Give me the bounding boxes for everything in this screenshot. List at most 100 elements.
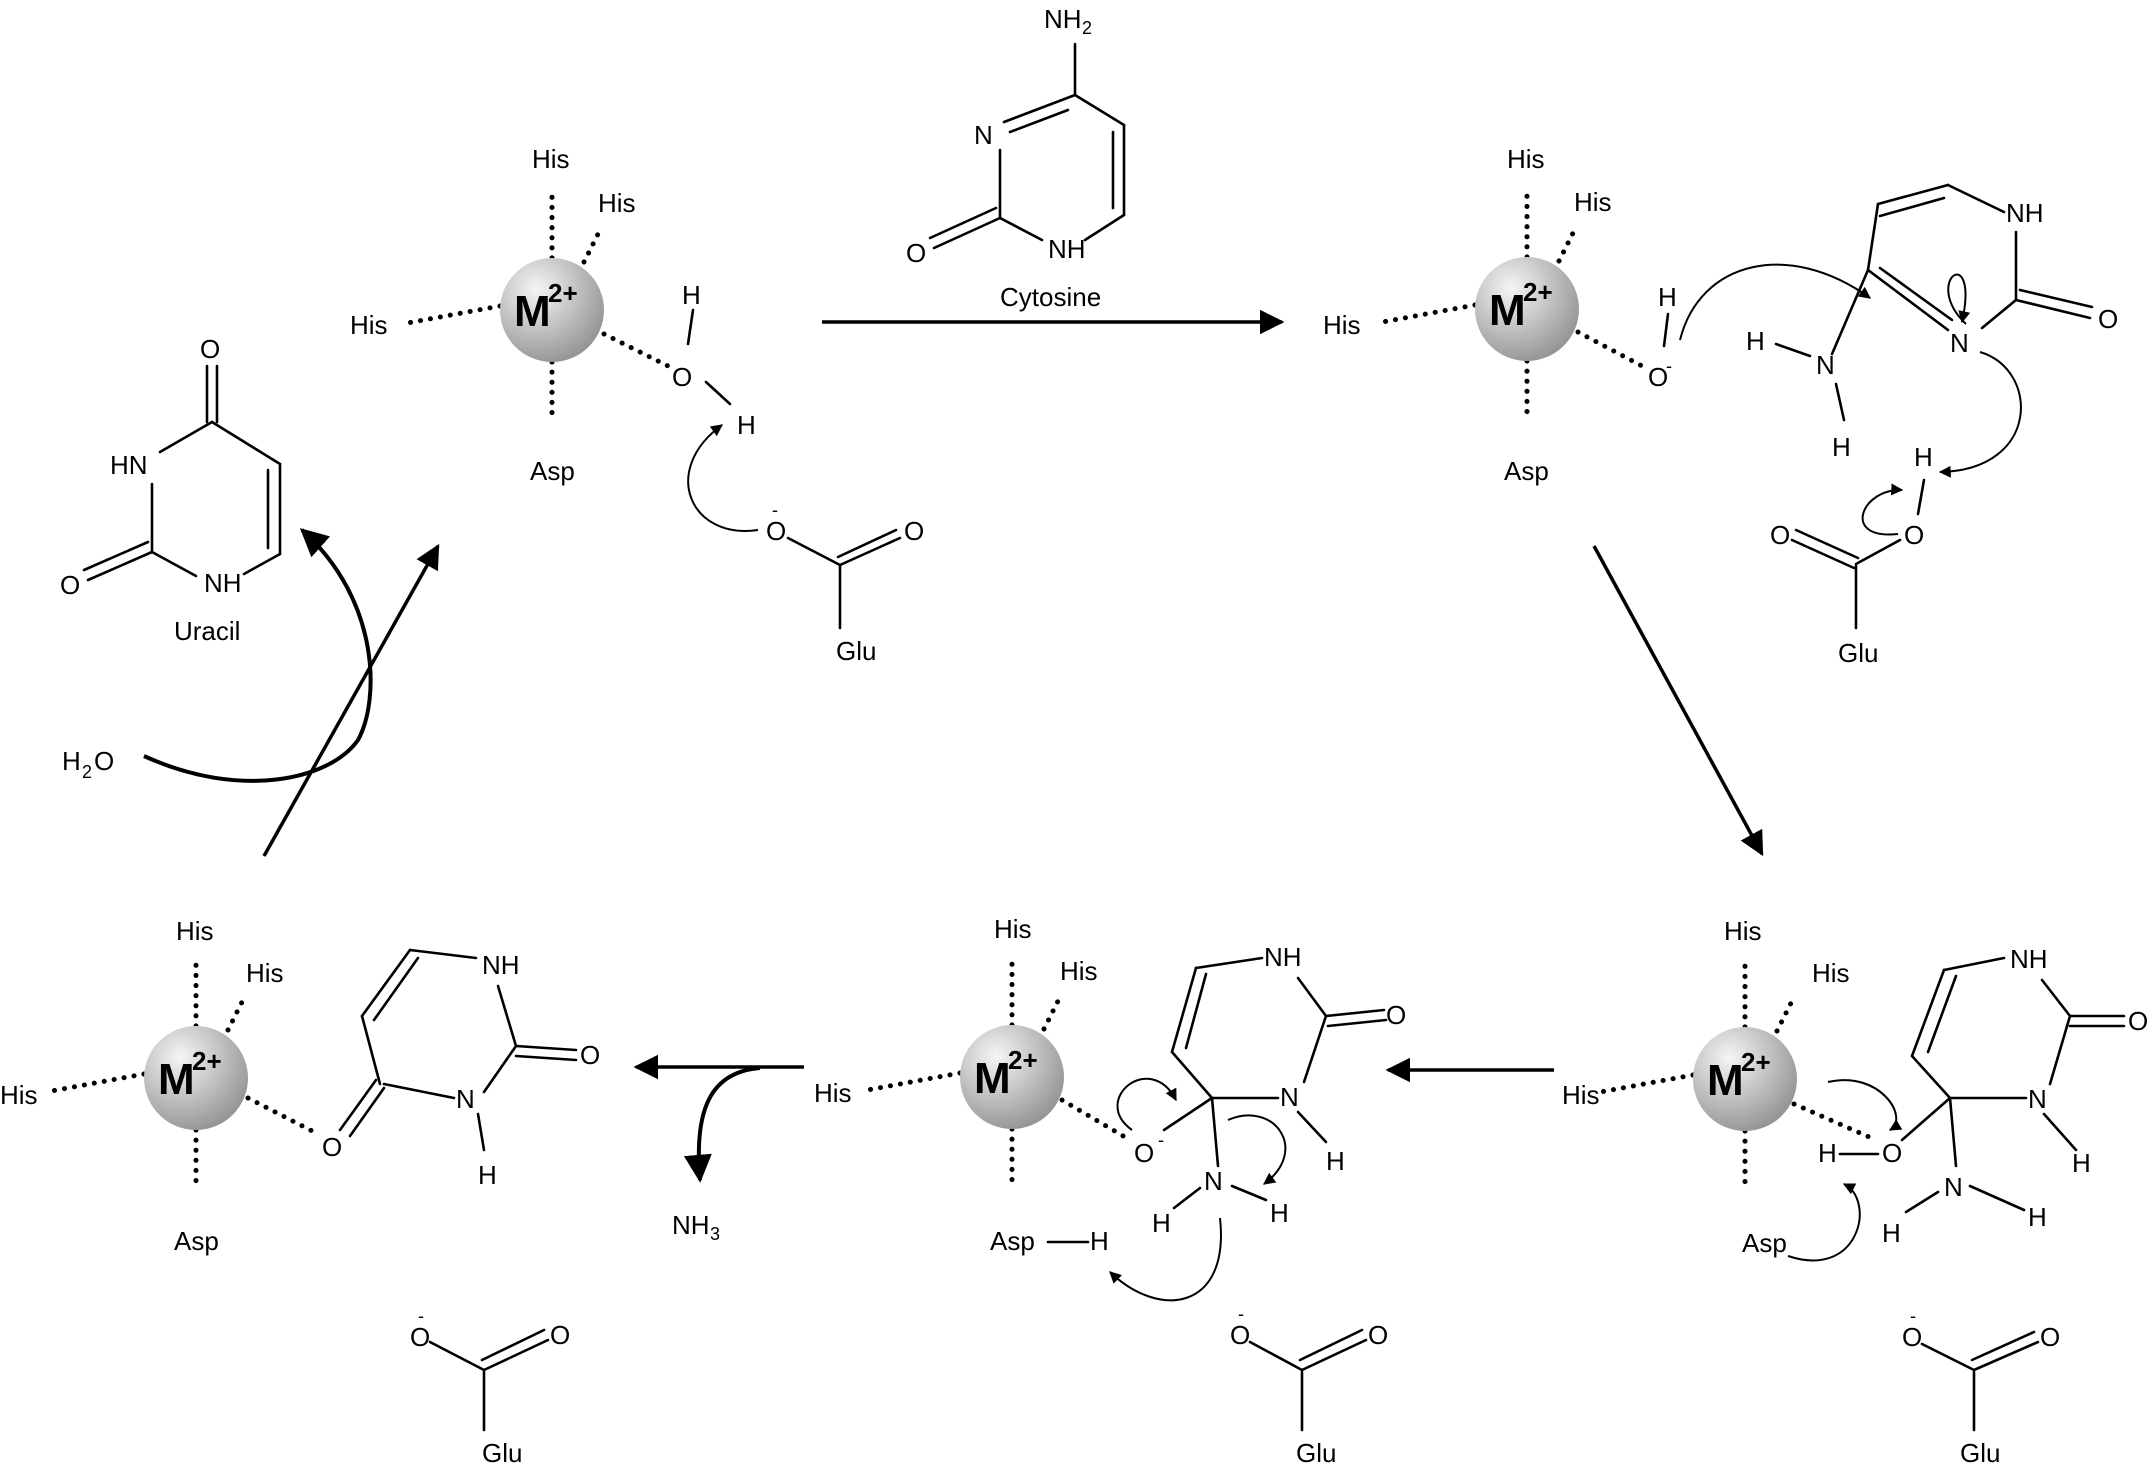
structure-tetrahedral-intermediate: M 2+ His His His Asp O H NH O N H N H H …: [1562, 916, 2148, 1466]
reaction-arrow-2: [1592, 545, 1764, 857]
carbonyl-oxygen-bound: O: [322, 1132, 342, 1162]
structure-metal-water: M 2+ His His His Asp O H H O - O Glu: [350, 144, 924, 666]
uracil-label: Uracil: [174, 616, 240, 646]
ring-nitrogen: N: [1950, 328, 1969, 358]
nh-hydrogen: H: [1326, 1146, 1345, 1176]
glu-carbonyl-oxygen: O: [2040, 1322, 2060, 1352]
ammonia-release-arrow: [683, 1066, 761, 1183]
glu-oh-oxygen: O: [1904, 520, 1924, 550]
glu-label: Glu: [482, 1438, 522, 1466]
his-ligand-top: His: [1724, 916, 1762, 946]
cytosine-label: Cytosine: [1000, 282, 1101, 312]
his-ligand-top: His: [1507, 144, 1545, 174]
his-ligand-left: His: [814, 1078, 852, 1108]
carbonyl-oxygen-c2: O: [580, 1040, 600, 1070]
carbonyl-oxygen: O: [2098, 304, 2118, 334]
structure-ammonia-release: M 2+ His His His Asp H O - NH O N H N H …: [814, 914, 1406, 1466]
svg-text:-: -: [1158, 1130, 1164, 1150]
svg-text:2+: 2+: [1008, 1045, 1038, 1075]
svg-text:2+: 2+: [548, 278, 578, 308]
his-ligand-upper-right: His: [1574, 187, 1612, 217]
water-hydrogen-top: H: [682, 280, 701, 310]
glu-carboxylate-oxygen: O: [1230, 1320, 1250, 1350]
amino-hydrogen-1: H: [1152, 1208, 1171, 1238]
nh-ring: NH: [1264, 942, 1302, 972]
svg-text:-: -: [772, 500, 778, 520]
svg-text:M: M: [514, 287, 551, 336]
svg-text:M: M: [1707, 1056, 1744, 1105]
glu-label: Glu: [1960, 1438, 2000, 1466]
water-reactant: H 2 O: [62, 746, 114, 782]
water-oxygen: O: [672, 362, 692, 392]
nh-hydrogen: H: [478, 1160, 497, 1190]
ammonia-product: NH 3: [672, 1210, 720, 1244]
structure-hydroxide-attack: M 2+ His His His Asp O - H NH O N N H H …: [1323, 144, 2118, 668]
his-ligand-upper-right: His: [1060, 956, 1098, 986]
nh-hydrogen: H: [2072, 1148, 2091, 1178]
uracil-n1: NH: [204, 568, 242, 598]
asp-ligand: Asp: [1742, 1228, 1787, 1258]
amino-nitrogen: N: [1204, 1166, 1223, 1196]
his-ligand-left: His: [0, 1080, 38, 1110]
uracil-n3: HN: [110, 450, 148, 480]
structure-uracil-bound: M 2+ His His His Asp O NH O N H O - O Gl…: [0, 916, 600, 1466]
uracil-oxygen-c2: O: [60, 570, 80, 600]
glu-label: Glu: [1838, 638, 1878, 668]
amino-hydrogen-1: H: [1882, 1218, 1901, 1248]
svg-text:-: -: [1666, 356, 1672, 376]
svg-text:M: M: [974, 1054, 1011, 1103]
svg-text:2: 2: [1082, 18, 1092, 38]
his-ligand-left: His: [1562, 1080, 1600, 1110]
glu-label: Glu: [1296, 1438, 1336, 1466]
ring-n-h: N: [1280, 1082, 1299, 1112]
svg-text:-: -: [418, 1306, 424, 1326]
svg-text:2: 2: [82, 762, 92, 782]
his-ligand-upper-right: His: [1812, 958, 1850, 988]
glu-carbonyl-oxygen: O: [904, 516, 924, 546]
hydroxide-oxygen: O: [1648, 362, 1668, 392]
svg-text:NH: NH: [1044, 4, 1082, 34]
nh-ring: NH: [482, 950, 520, 980]
amino-hydrogen-2: H: [2028, 1202, 2047, 1232]
ring-n-h: N: [2028, 1084, 2047, 1114]
glu-carbonyl-oxygen: O: [1368, 1320, 1388, 1350]
reaction-arrow-5: [262, 543, 440, 857]
metal-ion: M 2+: [974, 1045, 1038, 1103]
metal-ion: M 2+: [514, 278, 578, 336]
cytosine-n1: NH: [1048, 234, 1086, 264]
nh-ring: NH: [2010, 944, 2048, 974]
his-ligand-upper-right: His: [598, 188, 636, 218]
svg-text:NH: NH: [672, 1210, 710, 1240]
svg-text:H: H: [62, 746, 81, 776]
glu-carbonyl-oxygen: O: [550, 1320, 570, 1350]
asp-ligand: Asp: [174, 1226, 219, 1256]
glu-label: Glu: [836, 636, 876, 666]
glu-carboxylate-oxygen: O: [1902, 1322, 1922, 1352]
metal-ion: M 2+: [158, 1046, 222, 1104]
amino-nitrogen: N: [1944, 1172, 1963, 1202]
asp-ligand: Asp: [1504, 456, 1549, 486]
his-ligand-upper-right: His: [246, 958, 284, 988]
his-ligand-top: His: [994, 914, 1032, 944]
asp-ligand: Asp: [990, 1226, 1035, 1256]
water-entry-arrow: [143, 528, 373, 783]
cytosine-molecule: NH 2 NH O N Cytosine: [906, 4, 1126, 312]
metal-ion: M 2+: [1707, 1047, 1771, 1105]
svg-text:3: 3: [710, 1224, 720, 1244]
asp-hydrogen: H: [1090, 1226, 1109, 1256]
uracil-oxygen-c4: O: [200, 334, 220, 364]
hydroxide-hydrogen: H: [1658, 282, 1677, 312]
his-ligand-top: His: [532, 144, 570, 174]
his-ligand-top: His: [176, 916, 214, 946]
bridging-oxygen: O: [1882, 1138, 1902, 1168]
glu-carboxylate-oxygen: O: [766, 516, 786, 546]
svg-text:2+: 2+: [1523, 277, 1553, 307]
svg-text:M: M: [1489, 286, 1526, 335]
carbonyl-oxygen: O: [1386, 1000, 1406, 1030]
svg-text:O: O: [94, 746, 114, 776]
amino-hydrogen-2: H: [1832, 432, 1851, 462]
alkoxide-oxygen: O: [1134, 1138, 1154, 1168]
svg-text:M: M: [158, 1055, 195, 1104]
svg-text:-: -: [1238, 1304, 1244, 1324]
glu-carbonyl-oxygen: O: [1770, 520, 1790, 550]
